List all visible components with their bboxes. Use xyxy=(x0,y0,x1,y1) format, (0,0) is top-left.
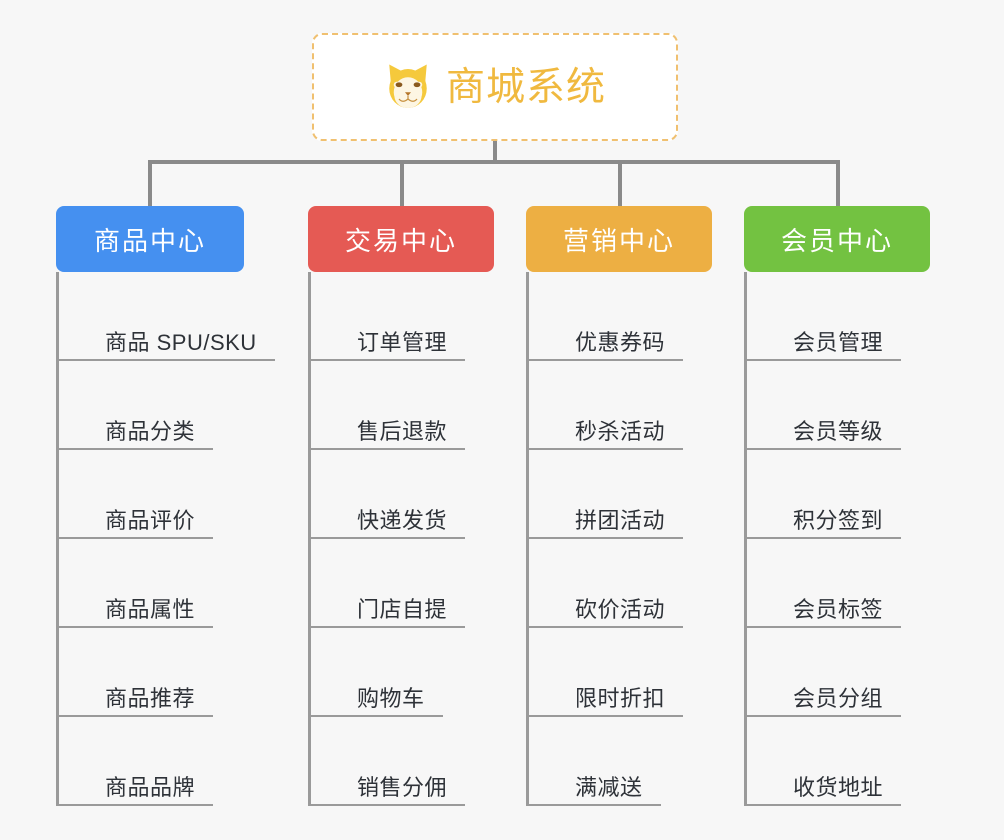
leaf-label: 商品推荐 xyxy=(105,686,196,712)
leaf-label: 购物车 xyxy=(357,686,425,712)
leaf-list-3: 会员管理 会员等级 积分签到 会员标签 会员分组 收货地址 xyxy=(744,272,985,806)
list-item[interactable]: 售后退款 xyxy=(311,361,549,450)
leaf-label: 会员等级 xyxy=(793,419,884,445)
leaf-label: 会员分组 xyxy=(793,686,884,712)
list-item[interactable]: 商品评价 xyxy=(59,450,297,539)
leaf-label: 门店自提 xyxy=(357,597,448,623)
leaf-underline xyxy=(59,715,213,717)
list-item[interactable]: 商品属性 xyxy=(59,539,297,628)
list-item[interactable]: 会员分组 xyxy=(747,628,985,717)
leaf-label: 商品品牌 xyxy=(105,775,196,801)
leaf-label: 快递发货 xyxy=(357,508,448,534)
list-item[interactable]: 商品 SPU/SKU xyxy=(59,272,297,361)
list-item[interactable]: 砍价活动 xyxy=(529,539,767,628)
leaf-label: 砍价活动 xyxy=(575,597,666,623)
list-item[interactable]: 购物车 xyxy=(311,628,549,717)
leaf-underline xyxy=(529,715,683,717)
leaf-label: 满减送 xyxy=(575,775,643,801)
connector-drop-branch-0 xyxy=(148,160,152,208)
category-label-1: 交易中心 xyxy=(344,225,457,256)
leaf-underline xyxy=(59,537,213,539)
connector-drop-branch-1 xyxy=(400,160,404,208)
branch-product-center: 商品中心 商品 SPU/SKU 商品分类 商品评价 商品属性 商品推荐 xyxy=(56,206,297,806)
list-item[interactable]: 销售分佣 xyxy=(311,717,549,806)
leaf-underline xyxy=(747,715,901,717)
leaf-underline xyxy=(529,537,683,539)
list-item[interactable]: 拼团活动 xyxy=(529,450,767,539)
list-item[interactable]: 秒杀活动 xyxy=(529,361,767,450)
leaf-label: 商品分类 xyxy=(105,419,196,445)
list-item[interactable]: 快递发货 xyxy=(311,450,549,539)
leaf-underline xyxy=(311,804,465,806)
root-node-shop-system[interactable]: 商城系统 xyxy=(312,33,678,141)
list-item[interactable]: 会员管理 xyxy=(747,272,985,361)
leaf-underline xyxy=(747,804,901,806)
leaf-label: 商品评价 xyxy=(105,508,196,534)
leaf-underline xyxy=(59,626,213,628)
category-box-2[interactable]: 营销中心 xyxy=(526,206,712,272)
leaf-label: 会员标签 xyxy=(793,597,884,623)
leaf-label: 订单管理 xyxy=(357,330,448,356)
leaf-underline xyxy=(311,537,465,539)
list-item[interactable]: 积分签到 xyxy=(747,450,985,539)
leaf-label: 限时折扣 xyxy=(575,686,666,712)
list-item[interactable]: 门店自提 xyxy=(311,539,549,628)
leaf-underline xyxy=(59,448,213,450)
list-item[interactable]: 商品分类 xyxy=(59,361,297,450)
list-item[interactable]: 商品推荐 xyxy=(59,628,297,717)
branch-marketing-center: 营销中心 优惠券码 秒杀活动 拼团活动 砍价活动 限时折扣 xyxy=(526,206,767,806)
leaf-underline xyxy=(59,804,213,806)
list-item[interactable]: 会员等级 xyxy=(747,361,985,450)
branch-trade-center: 交易中心 订单管理 售后退款 快递发货 门店自提 购物车 xyxy=(308,206,549,806)
leaf-label: 商品 SPU/SKU xyxy=(105,330,257,356)
connector-drop-branch-2 xyxy=(618,160,622,208)
leaf-underline xyxy=(529,804,661,806)
shiba-dog-face-icon xyxy=(389,64,427,108)
category-label-3: 会员中心 xyxy=(780,225,893,256)
leaf-label: 收货地址 xyxy=(793,775,884,801)
leaf-label: 积分签到 xyxy=(793,508,884,534)
list-item[interactable]: 满减送 xyxy=(529,717,767,806)
leaf-underline xyxy=(529,626,683,628)
list-item[interactable]: 限时折扣 xyxy=(529,628,767,717)
leaf-label: 售后退款 xyxy=(357,419,448,445)
leaf-underline xyxy=(311,359,465,361)
leaf-label: 商品属性 xyxy=(105,597,196,623)
list-item[interactable]: 会员标签 xyxy=(747,539,985,628)
leaf-underline xyxy=(747,626,901,628)
leaf-underline xyxy=(59,359,275,361)
leaf-label: 秒杀活动 xyxy=(575,419,666,445)
leaf-label: 优惠券码 xyxy=(575,330,666,356)
list-item[interactable]: 订单管理 xyxy=(311,272,549,361)
leaf-underline xyxy=(747,537,901,539)
leaf-list-0: 商品 SPU/SKU 商品分类 商品评价 商品属性 商品推荐 商品品牌 xyxy=(56,272,297,806)
connector-bus-bar xyxy=(148,160,840,164)
branch-member-center: 会员中心 会员管理 会员等级 积分签到 会员标签 会员分组 xyxy=(744,206,985,806)
list-item[interactable]: 收货地址 xyxy=(747,717,985,806)
category-box-3[interactable]: 会员中心 xyxy=(744,206,930,272)
leaf-underline xyxy=(311,626,465,628)
category-label-2: 营销中心 xyxy=(562,225,675,256)
category-label-0: 商品中心 xyxy=(93,225,206,256)
leaf-underline xyxy=(311,448,465,450)
leaf-label: 销售分佣 xyxy=(357,775,448,801)
leaf-label: 会员管理 xyxy=(793,330,884,356)
leaf-label: 拼团活动 xyxy=(575,508,666,534)
list-item[interactable]: 商品品牌 xyxy=(59,717,297,806)
leaf-underline xyxy=(529,448,683,450)
connector-root-stem xyxy=(493,141,497,163)
leaf-underline xyxy=(747,448,901,450)
category-box-1[interactable]: 交易中心 xyxy=(308,206,494,272)
leaf-list-2: 优惠券码 秒杀活动 拼团活动 砍价活动 限时折扣 满减送 xyxy=(526,272,767,806)
leaf-list-1: 订单管理 售后退款 快递发货 门店自提 购物车 销售分佣 xyxy=(308,272,549,806)
category-box-0[interactable]: 商品中心 xyxy=(56,206,244,272)
leaf-underline xyxy=(311,715,443,717)
root-title: 商城系统 xyxy=(445,65,606,109)
leaf-underline xyxy=(747,359,901,361)
connector-drop-branch-3 xyxy=(836,160,840,208)
list-item[interactable]: 优惠券码 xyxy=(529,272,767,361)
leaf-underline xyxy=(529,359,683,361)
